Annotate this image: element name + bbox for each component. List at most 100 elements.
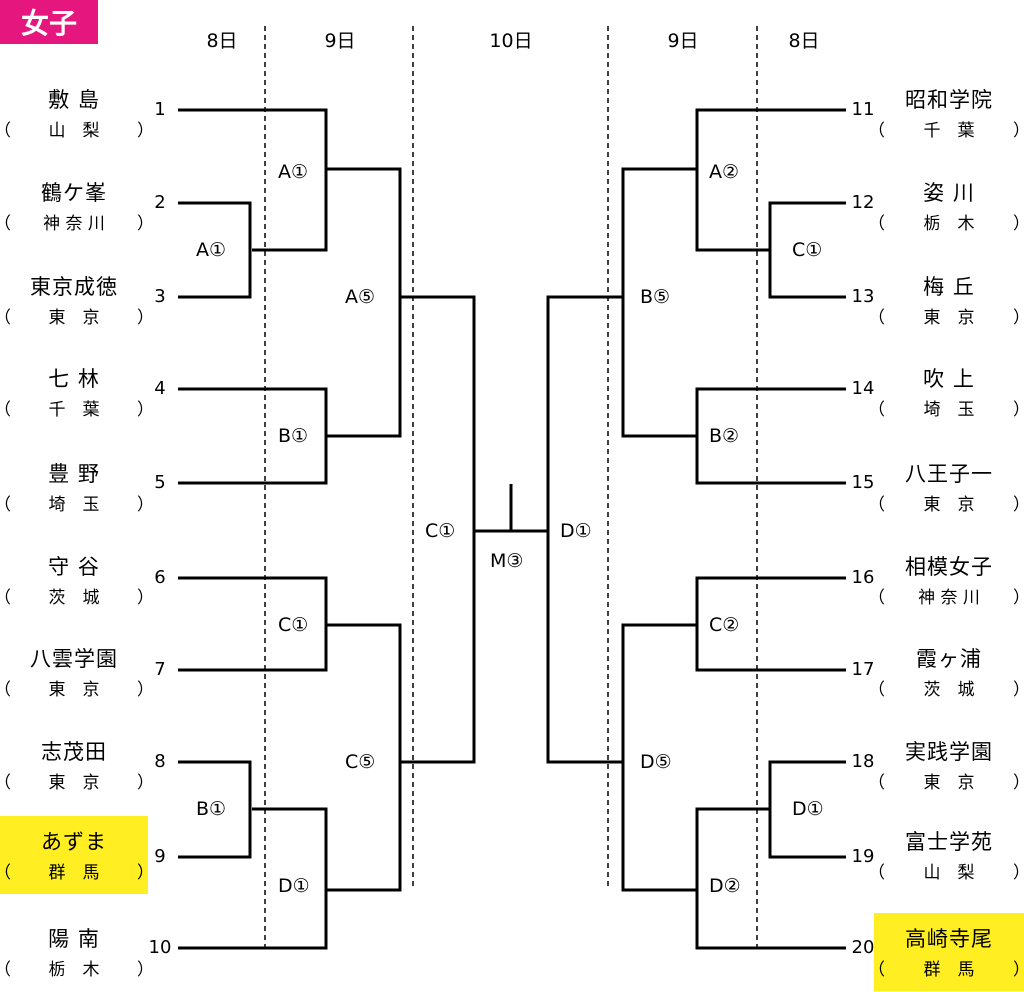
paren-open: （ (0, 858, 11, 883)
team-prefecture: 埼 玉 (923, 400, 975, 420)
paren-open: （ (0, 583, 11, 608)
team-prefecture: 東 京 (48, 308, 100, 328)
team-prefecture: 神 奈 川 (918, 588, 980, 608)
title-badge: 女子 (0, 0, 98, 44)
paren-close: ） (137, 960, 154, 980)
line-12-13 (768, 201, 846, 299)
team-name: 昭和学院 (905, 88, 993, 112)
match-label: B① (278, 425, 309, 447)
paren-close: ） (137, 588, 154, 608)
paren-close: ） (1013, 116, 1024, 141)
paren-open: （ (0, 768, 11, 793)
paren-open: （ (0, 209, 11, 234)
paren-close: ） (137, 680, 154, 700)
team-entry: 陽 南栃 木（） (0, 913, 154, 991)
line-A1-up (326, 167, 402, 438)
seed-number: 20 (851, 937, 875, 958)
team-prefecture: 東 京 (923, 773, 975, 793)
match-label: A① (278, 161, 309, 183)
match-label: D① (792, 798, 824, 820)
team-name: 相模女子 (905, 555, 993, 579)
seed-number: 1 (154, 99, 166, 120)
paren-close: ） (137, 121, 154, 141)
team-entry: 吹 上埼 玉（） (868, 353, 1024, 431)
match-label: B② (709, 425, 740, 447)
team-prefecture: 群 馬 (48, 863, 100, 883)
line-10 (178, 807, 328, 950)
seed-number: 16 (851, 567, 875, 588)
seed-number: 8 (154, 751, 166, 772)
seed-number: 4 (154, 378, 166, 399)
paren-open: （ (868, 773, 885, 793)
team-prefecture: 東 京 (923, 495, 975, 515)
seed-number: 5 (154, 472, 166, 493)
team-name: 豊 野 (48, 462, 100, 486)
match-label: C① (278, 614, 309, 636)
team-entry: 豊 野埼 玉（） (0, 448, 154, 526)
paren-open: （ (0, 955, 11, 980)
team-prefecture: 山 梨 (48, 121, 100, 141)
line-right-final (546, 295, 623, 764)
paren-open: （ (868, 400, 885, 420)
paren-open: （ (868, 680, 885, 700)
paren-close: ） (1013, 768, 1024, 793)
paren-open: （ (868, 121, 885, 141)
team-prefecture: 栃 木 (48, 960, 100, 980)
team-entry: 敷 島山 梨（） (0, 74, 154, 152)
seed-number: 17 (851, 659, 875, 680)
day-label-right-9: 9日 (667, 30, 699, 52)
team-entry: 守 谷茨 城（） (0, 541, 154, 619)
line-1 (178, 108, 328, 252)
seed-number: 14 (851, 378, 875, 399)
seed-number: 10 (148, 937, 172, 958)
team-entry: 姿 川栃 木（） (868, 167, 1024, 245)
bracket-paths (178, 108, 846, 950)
match-label: C② (709, 614, 740, 636)
line-A2-up (621, 167, 697, 438)
team-name: 八王子一 (905, 462, 993, 486)
team-name: 七 林 (48, 367, 100, 391)
team-prefecture: 茨 城 (48, 588, 100, 608)
team-prefecture: 茨 城 (923, 680, 975, 700)
paren-open: （ (868, 308, 885, 328)
team-name: 実践学園 (905, 740, 993, 764)
seed-number: 9 (154, 846, 166, 867)
paren-close: ） (1013, 490, 1024, 515)
paren-close: ） (1013, 209, 1024, 234)
team-name: 高崎寺尾 (905, 927, 993, 951)
match-label: C① (425, 520, 456, 542)
match-label: A② (709, 161, 740, 183)
seed-number: 15 (851, 472, 875, 493)
day-label-right-8: 8日 (788, 30, 820, 52)
team-prefecture: 東 京 (48, 680, 100, 700)
paren-close: ） (1013, 675, 1024, 700)
team-entry: 梅 丘東 京（） (868, 261, 1024, 339)
seed-number: 11 (851, 99, 875, 120)
team-name: 鶴ケ峯 (41, 181, 107, 205)
day-label-final-10: 10日 (489, 30, 533, 52)
seed-number: 2 (154, 192, 166, 213)
paren-open: （ (868, 588, 885, 608)
seed-number: 18 (851, 751, 875, 772)
team-name: 霞ヶ浦 (916, 647, 982, 671)
paren-open: （ (0, 490, 11, 515)
team-prefecture: 埼 玉 (48, 495, 100, 515)
paren-open: （ (0, 116, 11, 141)
paren-close: ） (1013, 858, 1024, 883)
seed-number: 13 (851, 286, 875, 307)
team-name: 志茂田 (41, 740, 107, 764)
team-name: 吹 上 (923, 367, 975, 391)
match-label: D② (709, 875, 741, 897)
paren-open: （ (0, 675, 11, 700)
paren-open: （ (868, 863, 885, 883)
